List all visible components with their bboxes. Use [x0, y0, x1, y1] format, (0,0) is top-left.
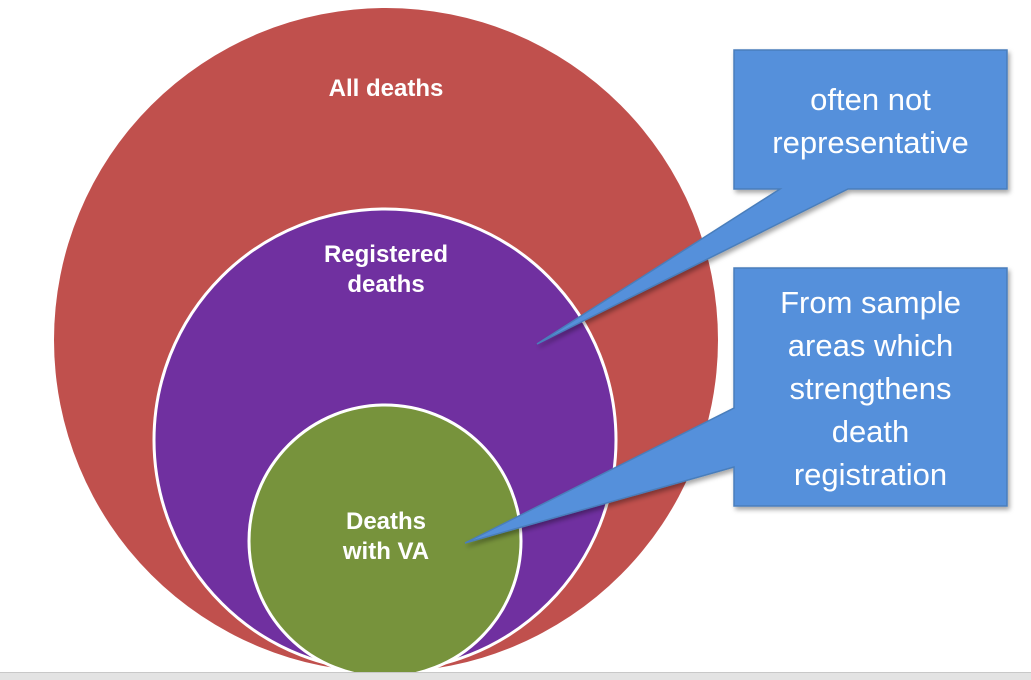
callout-line: strengthens [789, 371, 952, 406]
callout-registered-text: often not representative [734, 78, 1007, 164]
callout-va-text: From sample areas which strengthens deat… [734, 281, 1007, 496]
registered-deaths-label-line: Registered [323, 241, 449, 268]
callout-va-shape [464, 267, 1008, 544]
registered-deaths-label-line: deaths [347, 271, 425, 298]
callout-line: areas which [787, 328, 954, 363]
callout-line: From sample [780, 285, 961, 320]
bottom-bar [0, 672, 1031, 680]
callout-registered-shape [536, 49, 1008, 345]
callout-line: often not [810, 82, 931, 117]
deaths-with-va-label: Deaths with VA [286, 507, 486, 567]
callout-line: death [831, 414, 910, 449]
deaths-with-va-label-line: Deaths [345, 508, 427, 535]
all-deaths-label-line: All deaths [328, 75, 444, 102]
all-deaths-label: All deaths [286, 74, 486, 104]
registered-deaths-label: Registered deaths [286, 240, 486, 300]
deaths-with-va-label-line: with VA [342, 538, 430, 565]
callout-line: representative [772, 125, 969, 160]
deaths-with-va-circle [247, 403, 523, 672]
callout-line: registration [793, 457, 948, 492]
